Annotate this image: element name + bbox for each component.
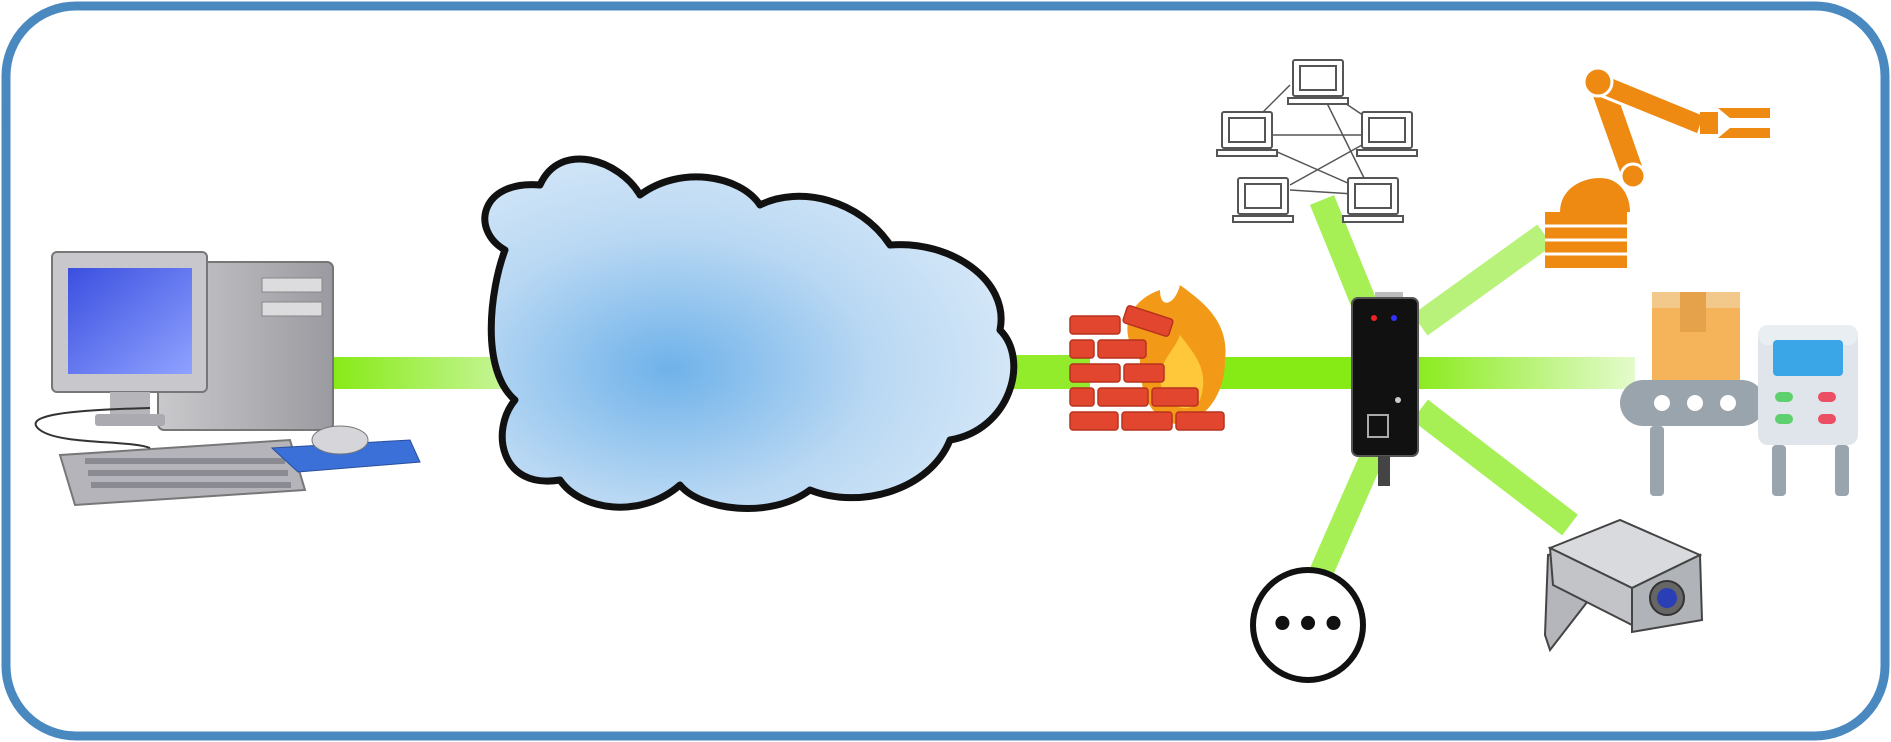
link-gateway-robot (1412, 224, 1553, 336)
network-links (330, 195, 1635, 580)
robot-arm-icon (1545, 66, 1770, 268)
link-pc-cloud (330, 357, 510, 389)
security-camera-icon (1543, 518, 1704, 653)
desktop-computer-icon (34, 251, 421, 507)
conveyor-machine-icon (1620, 292, 1858, 496)
computer-network-icon (1216, 59, 1418, 223)
more-devices-symbol: ••• (1270, 602, 1347, 648)
more-devices-icon: ••• (1250, 567, 1366, 683)
link-firewall-gateway (1210, 357, 1360, 389)
internet-cloud-icon (481, 155, 1018, 512)
link-gateway-camera (1412, 399, 1578, 536)
link-gateway-machine (1405, 357, 1635, 389)
link-gateway-more (1309, 445, 1386, 580)
firewall-icon (1069, 285, 1226, 431)
gateway-device-icon (1351, 292, 1419, 486)
